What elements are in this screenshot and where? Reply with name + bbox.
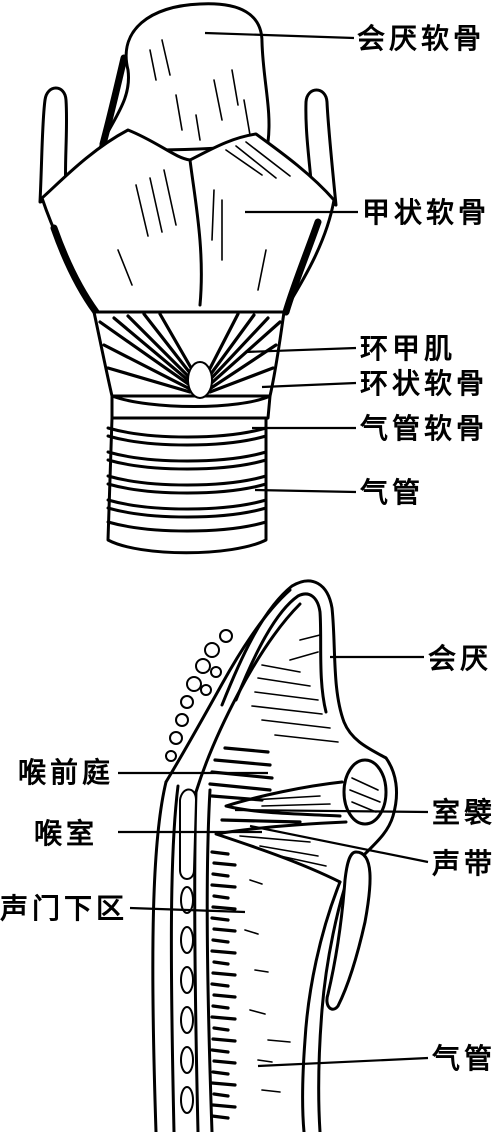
cricothyroid-median-area	[187, 361, 213, 399]
label-epiglottic-cartilage: 会厌软骨	[357, 22, 485, 55]
gland	[200, 684, 212, 696]
leader-trachea-top	[254, 488, 357, 494]
lumen-left-hatching	[210, 850, 237, 1120]
ventricle-shading	[220, 818, 302, 824]
gland	[169, 731, 183, 745]
leader-subglottic-region	[129, 906, 246, 914]
label-laryngeal-vestibule: 喉前庭	[18, 756, 114, 789]
cricoid-lamina	[179, 788, 197, 880]
label-epiglottis: 会厌	[428, 642, 492, 675]
label-tracheal-cartilage: 气管软骨	[359, 412, 488, 445]
leader-vocal-fold	[249, 824, 429, 864]
ventricular-fold-outline	[224, 780, 344, 818]
epiglottis-inner-contour	[234, 592, 328, 714]
leader-lines	[118, 31, 429, 1068]
gland	[219, 629, 233, 643]
thyroid-right-shading	[282, 218, 322, 316]
laryngeal-prominence-line	[188, 158, 203, 307]
gland	[210, 666, 222, 678]
tracheal-ring-section	[180, 1046, 194, 1074]
gland	[165, 750, 177, 762]
tracheal-ring-section	[180, 1086, 194, 1114]
leader-cricothyroid-muscle	[244, 346, 357, 354]
vocal-fold-outline	[214, 820, 348, 884]
tracheal-ring-section	[180, 926, 194, 954]
tracheal-ring-section	[180, 1006, 194, 1034]
thyroid-cartilage-hatching	[117, 141, 291, 291]
leader-trachea-bottom	[257, 1056, 429, 1068]
posterior-outer-wall	[151, 780, 168, 1132]
tracheal-ring-section	[180, 886, 194, 914]
cricothyroid-muscle-fibers	[98, 312, 282, 394]
gland	[204, 642, 220, 658]
gland	[195, 658, 211, 674]
label-thyroid-cartilage: 甲状软骨	[362, 196, 490, 229]
leader-cricoid-cartilage	[261, 381, 357, 389]
gland	[175, 713, 189, 727]
larynx-sagittal-section	[151, 579, 398, 1132]
vestibule-shading	[208, 746, 274, 802]
gland	[180, 695, 194, 709]
epiglottic-cartilage-shape	[98, 2, 271, 152]
label-subglottic-region: 声门下区	[0, 892, 128, 925]
leader-ventricular-fold	[234, 808, 429, 814]
posterior-second-wall	[169, 784, 180, 1132]
label-cricothyroid-muscle: 环甲肌	[360, 332, 456, 365]
thyroid-cartilage-shape	[40, 128, 336, 314]
thyroid-cartilage-section	[342, 758, 388, 826]
label-trachea-top: 气管	[359, 476, 424, 509]
epiglottic-cartilage-shading	[99, 54, 128, 148]
thyroid-left-shading	[50, 224, 100, 316]
thyroid-left-superior-horn	[38, 86, 69, 204]
epiglottis-outline	[220, 579, 388, 760]
mucous-glands	[165, 629, 233, 762]
label-trachea-bottom: 气管	[431, 1042, 496, 1075]
gland	[186, 676, 202, 692]
leader-epiglottic-cartilage	[204, 31, 355, 40]
larynx-anterior-view	[38, 2, 338, 555]
anterior-inner-wall	[301, 880, 342, 1132]
aryepiglottic-fold-line	[164, 588, 292, 784]
tracheal-ring-section	[180, 966, 194, 994]
lumen-left-border	[205, 788, 214, 1132]
epiglottis-hatching	[251, 634, 339, 743]
tracheal-cartilage-rings	[106, 426, 268, 533]
label-vocal-fold: 声带	[432, 847, 496, 880]
label-cricoid-cartilage: 环状软骨	[360, 367, 488, 400]
tracheal-ring-sections	[180, 886, 194, 1114]
thyroid-right-superior-horn	[304, 88, 338, 207]
lumen-right-hatching	[244, 879, 291, 1093]
label-ventricular-fold: 室襞	[432, 796, 496, 829]
epiglottic-cartilage-hatching	[149, 39, 251, 141]
cricoid-arch-section	[325, 850, 372, 1011]
posterior-mucosa-line	[194, 602, 302, 794]
label-laryngeal-ventricle: 喉室	[34, 817, 98, 850]
labels: 会厌软骨 甲状软骨 环甲肌 环状软骨 气管软骨 气管 会厌 喉前庭 喉室 室襞 …	[0, 22, 496, 1075]
fold-hatching	[239, 795, 331, 867]
